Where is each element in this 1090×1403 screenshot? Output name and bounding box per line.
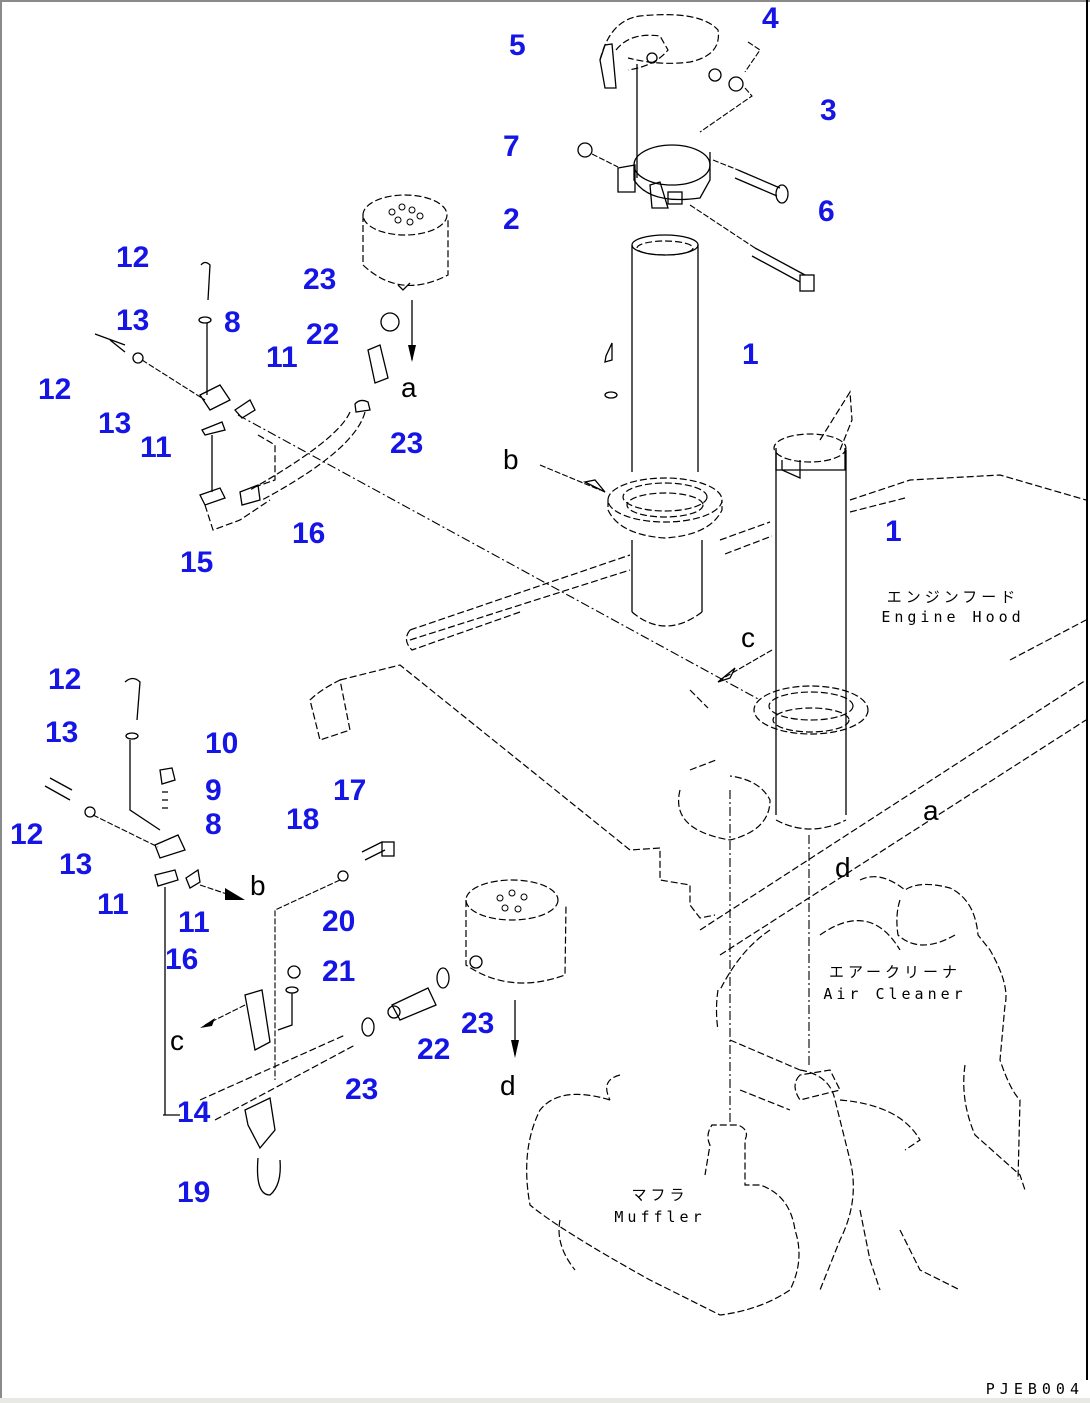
rain-cap xyxy=(599,14,720,89)
ref-letter-c: c xyxy=(741,622,755,653)
callout-14[interactable]: 14 xyxy=(177,1096,211,1129)
leader-diagonal xyxy=(237,414,761,701)
nut-4 xyxy=(699,41,761,133)
exhaust-pipe-upper xyxy=(604,234,723,627)
ref-letter-a: a xyxy=(923,795,939,826)
air-cleaner-label-jp: エアークリーナ xyxy=(828,963,962,981)
callout-11[interactable]: 11 xyxy=(97,888,129,921)
callout-12[interactable]: 12 xyxy=(10,818,44,851)
callout-2[interactable]: 2 xyxy=(503,203,520,236)
engine-hood-label-jp: エンジンフード xyxy=(886,588,1020,606)
clamp-2 xyxy=(617,144,711,209)
callout-6[interactable]: 6 xyxy=(818,195,835,228)
callout-4[interactable]: 4 xyxy=(762,2,779,35)
ref-letter-b: b xyxy=(250,870,266,901)
air-cleaner-label-en: Air Cleaner xyxy=(823,985,967,1003)
air-cleaner-cap-lower xyxy=(465,879,567,1058)
callout-16[interactable]: 16 xyxy=(292,517,326,550)
bolt-3 xyxy=(712,159,789,204)
stay-lower xyxy=(199,965,356,1196)
nut-7 xyxy=(577,142,593,158)
engine-outline xyxy=(715,876,1026,1191)
hose-22 xyxy=(367,344,389,384)
muffler-outline xyxy=(526,1069,961,1316)
callout-19[interactable]: 19 xyxy=(177,1176,211,1209)
callout-11[interactable]: 11 xyxy=(266,341,298,374)
engine-hood xyxy=(309,474,1087,956)
air-cleaner-cap-upper xyxy=(362,194,449,362)
callout-13[interactable]: 13 xyxy=(98,407,132,440)
callout-8[interactable]: 8 xyxy=(205,808,222,841)
callout-9[interactable]: 9 xyxy=(205,774,222,807)
callout-22[interactable]: 22 xyxy=(306,318,340,351)
callout-12[interactable]: 12 xyxy=(38,373,72,406)
muffler-label-jp: マフラ xyxy=(631,1186,689,1204)
callout-23[interactable]: 23 xyxy=(345,1073,379,1106)
ref-letter-d: d xyxy=(835,852,851,883)
callout-20[interactable]: 20 xyxy=(322,905,356,938)
bracket-lower xyxy=(44,677,245,1116)
ref-letter-a: a xyxy=(401,372,417,403)
muffler-label-en: Muffler xyxy=(614,1208,706,1226)
callout-15[interactable]: 15 xyxy=(180,546,214,579)
ref-letter-b: b xyxy=(503,444,519,475)
hose-clamp-23 xyxy=(380,312,400,332)
bolt-6 xyxy=(689,204,815,292)
engine-hood-label-en: Engine Hood xyxy=(881,608,1025,626)
callout-23[interactable]: 23 xyxy=(390,427,424,460)
drawing-code: PJEB004 xyxy=(985,1380,1084,1398)
ref-letter-c: c xyxy=(170,1025,184,1056)
callout-7[interactable]: 7 xyxy=(503,130,520,163)
callout-5[interactable]: 5 xyxy=(509,29,526,62)
callout-23[interactable]: 23 xyxy=(461,1007,495,1040)
callout-17[interactable]: 17 xyxy=(333,774,367,807)
callout-11[interactable]: 11 xyxy=(140,431,172,464)
ref-letter-d: d xyxy=(500,1070,516,1101)
callout-8[interactable]: 8 xyxy=(224,306,241,339)
callout-1-lower[interactable]: 1 xyxy=(885,515,902,548)
callout-1-upper[interactable]: 1 xyxy=(742,338,759,371)
callout-16[interactable]: 16 xyxy=(165,943,199,976)
hose-lower xyxy=(361,967,450,1037)
bracket-upper xyxy=(94,261,276,531)
right-border xyxy=(1086,0,1088,1380)
callout-13[interactable]: 13 xyxy=(116,304,150,337)
callout-18[interactable]: 18 xyxy=(286,803,320,836)
bolt-17 xyxy=(274,841,395,1080)
exhaust-pipe-lower xyxy=(753,390,869,830)
callout-13[interactable]: 13 xyxy=(45,716,79,749)
callout-10[interactable]: 10 xyxy=(205,727,239,760)
callout-12[interactable]: 12 xyxy=(116,241,150,274)
callout-3[interactable]: 3 xyxy=(820,94,837,127)
callout-23[interactable]: 23 xyxy=(303,263,337,296)
callout-12[interactable]: 12 xyxy=(48,663,82,696)
callout-21[interactable]: 21 xyxy=(322,955,356,988)
callout-22[interactable]: 22 xyxy=(417,1033,451,1066)
callout-11[interactable]: 11 xyxy=(178,906,210,939)
bottom-strip xyxy=(0,1398,1090,1403)
callout-13[interactable]: 13 xyxy=(59,848,93,881)
